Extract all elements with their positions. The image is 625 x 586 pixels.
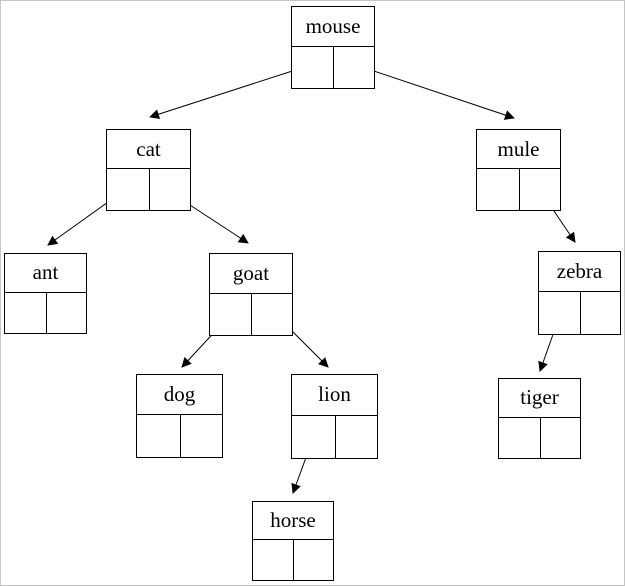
right-pointer-cell [333, 46, 374, 88]
left-pointer-cell [5, 293, 46, 333]
tree-node-mule: mule [476, 129, 561, 211]
right-pointer-cell [518, 169, 561, 210]
node-label-dog: dog [163, 382, 196, 407]
node-pointer-cells [137, 414, 222, 457]
right-pointer-cell [539, 417, 581, 458]
left-pointer-cell [253, 540, 293, 580]
left-pointer-cell [539, 292, 580, 334]
node-pointer-cells [499, 416, 581, 458]
tree-node-dog: dog [136, 374, 223, 458]
node-label-mule: mule [497, 136, 540, 161]
node-label-mouse: mouse [305, 13, 361, 38]
node-label-horse: horse [270, 508, 316, 533]
right-pointer-cell [45, 292, 87, 333]
right-pointer-cell [293, 540, 333, 580]
edge-mouse-right-mule [352, 63, 515, 120]
node-label-lion: lion [318, 382, 351, 407]
node-pointer-cells [107, 168, 190, 210]
node-label-tiger: tiger [520, 385, 559, 410]
left-pointer-cell [292, 416, 335, 458]
tree-node-zebra: zebra [538, 251, 621, 335]
tree-node-cat: cat [106, 129, 191, 211]
node-pointer-cells [292, 414, 378, 458]
tree-node-lion: lion [291, 374, 378, 459]
node-pointer-cells [210, 292, 292, 335]
tree-node-horse: horse [252, 501, 334, 581]
right-pointer-cell [148, 169, 191, 210]
tree-node-tiger: tiger [498, 378, 581, 459]
right-pointer-cell [579, 292, 621, 334]
node-label-zebra: zebra [556, 259, 603, 284]
edge-mouse-left-cat [149, 63, 315, 119]
node-label-ant: ant [32, 260, 59, 285]
node-pointer-cells [5, 291, 87, 333]
node-pointer-cells [477, 168, 560, 210]
node-label-cat: cat [136, 136, 161, 161]
tree-node-goat: goat [209, 253, 293, 336]
left-pointer-cell [292, 47, 333, 88]
node-pointer-cells [539, 291, 620, 334]
node-label-goat: goat [232, 260, 270, 285]
left-pointer-cell [477, 169, 519, 210]
node-pointer-cells [292, 45, 374, 88]
right-pointer-cell [179, 415, 223, 457]
tree-node-ant: ant [4, 253, 87, 334]
left-pointer-cell [137, 415, 180, 457]
right-pointer-cell [251, 293, 292, 335]
right-pointer-cell [334, 415, 378, 458]
node-pointer-cells [253, 539, 333, 580]
tree-node-mouse: mouse [291, 6, 375, 89]
left-pointer-cell [499, 418, 540, 458]
left-pointer-cell [107, 169, 149, 210]
left-pointer-cell [210, 294, 251, 335]
